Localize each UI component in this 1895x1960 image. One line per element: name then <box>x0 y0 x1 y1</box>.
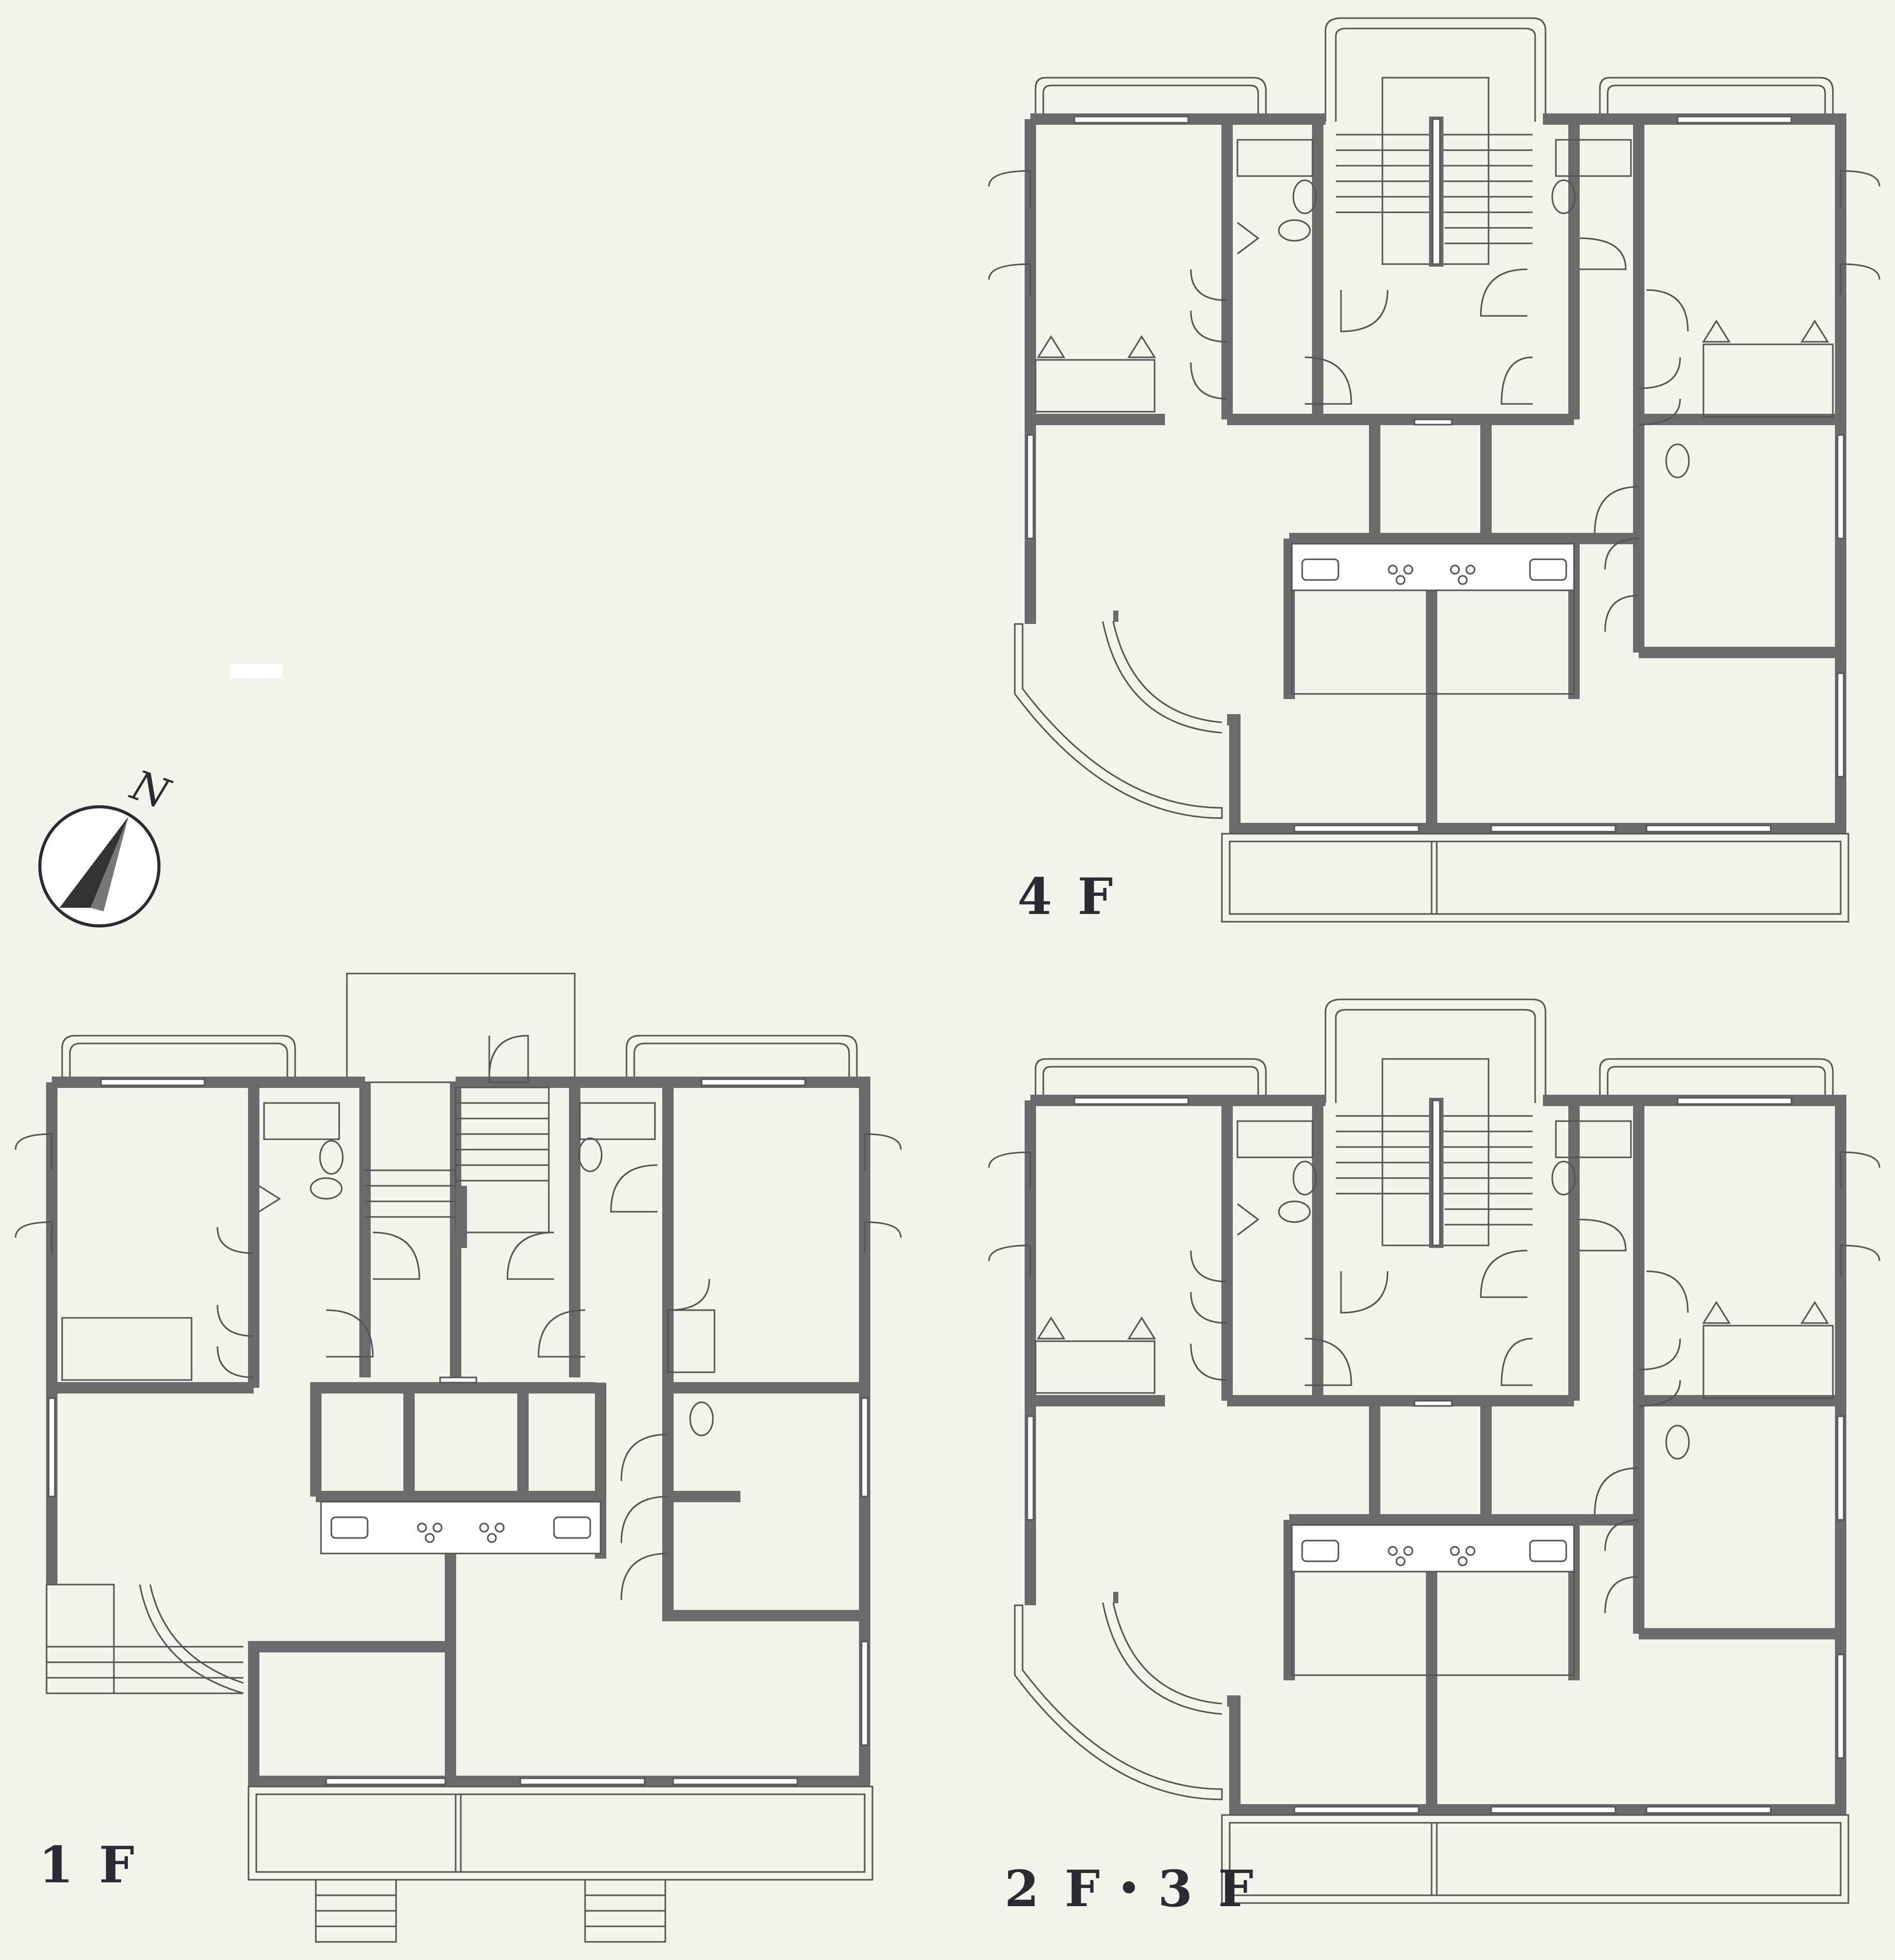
floor-label-4f: 4 F <box>1017 867 1117 926</box>
floor-2f3f-plan <box>989 999 1879 1903</box>
floor-4f-plan <box>989 18 1879 922</box>
floor-label-2f3f: 2 F・3 F <box>1004 1860 1258 1918</box>
floor-1f-plan <box>14 972 902 1943</box>
north-arrow-icon <box>38 664 282 927</box>
floor-label-1f: 1 F <box>39 1836 139 1894</box>
